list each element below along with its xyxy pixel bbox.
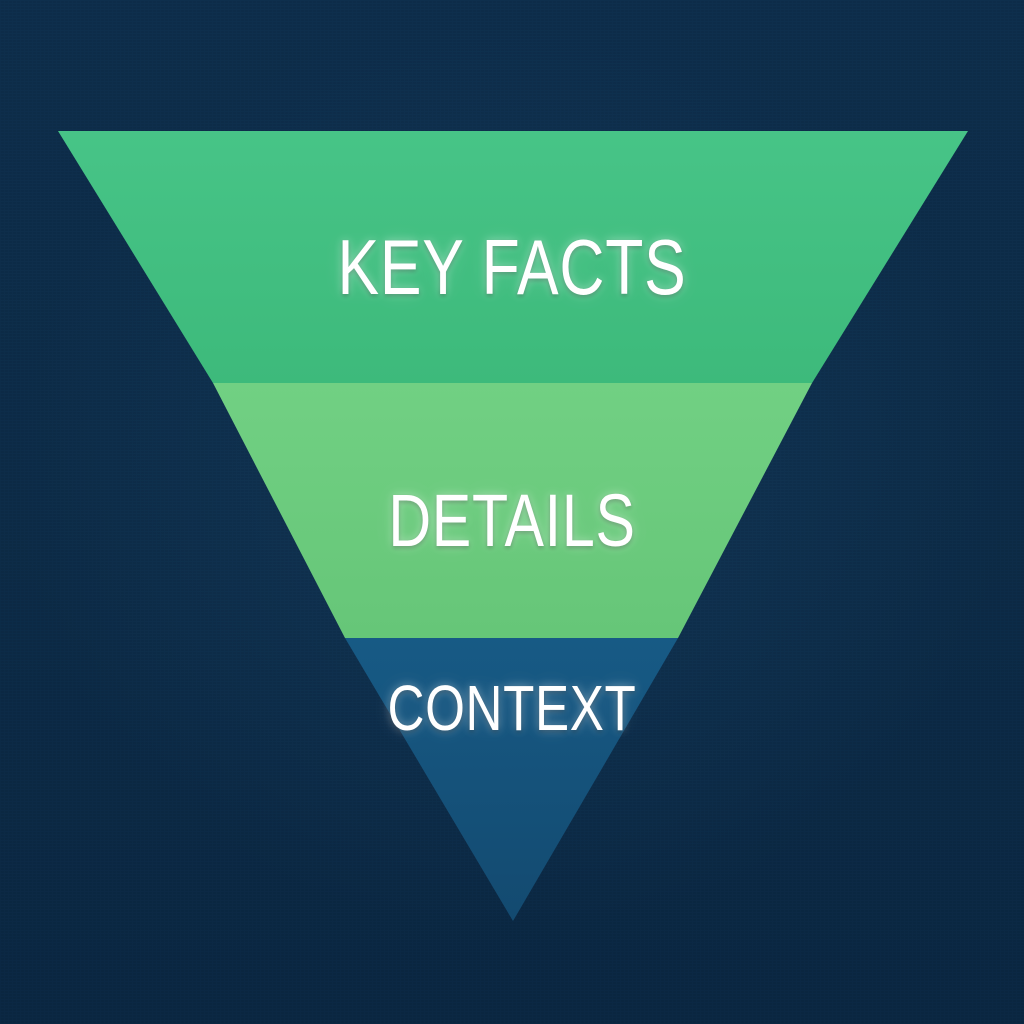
pyramid-band-context[interactable]: [345, 638, 678, 921]
pyramid-band-key-facts[interactable]: [58, 131, 968, 383]
pyramid-band-details[interactable]: [213, 383, 812, 638]
